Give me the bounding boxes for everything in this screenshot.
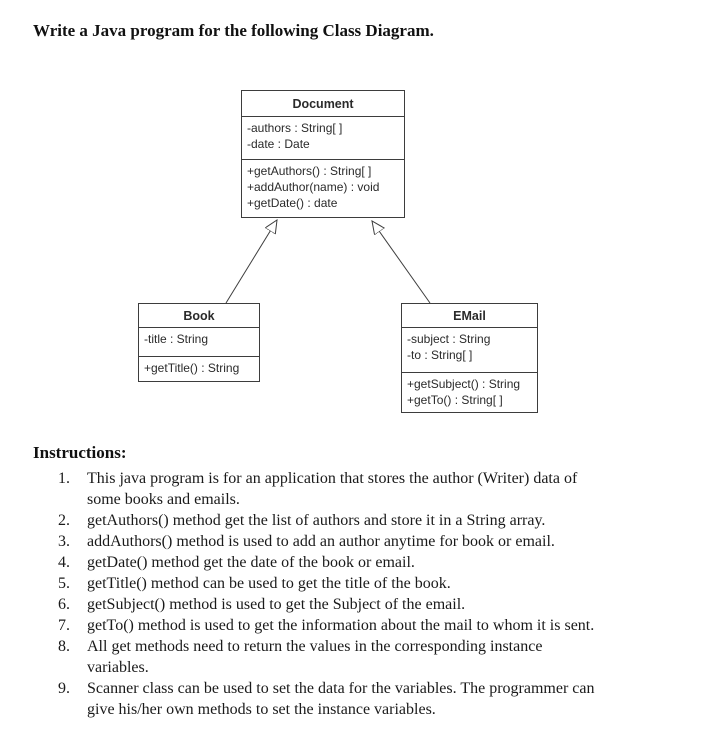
list-item-number: 5. [58,575,70,592]
list-item-text: getSubject() method is used to get the S… [87,596,466,613]
list-item: 1. This java program is for an applicati… [58,468,692,510]
list-item-number: 9. [58,680,70,697]
list-item-text: getAuthors() method get the list of auth… [87,512,546,529]
class-name: EMail [402,304,537,328]
method-line: +getSubject() : String [407,377,521,391]
method-line: +addAuthor(name) : void [247,180,380,194]
list-item: 8. All get methods need to return the va… [58,636,692,678]
class-attributes: -title : String [139,328,259,357]
list-item: 5. getTitle() method can be used to get … [58,573,692,594]
list-item-number: 2. [58,512,70,529]
list-item: 6. getSubject() method is used to get th… [58,594,692,615]
class-methods: +getSubject() : String +getTo() : String… [402,373,537,410]
list-item-number: 1. [58,470,70,487]
inheritance-arrow-email [372,221,431,304]
list-item-text: addAuthors() method is used to add an au… [87,533,555,550]
list-item: 7. getTo() method is used to get the inf… [58,615,692,636]
list-item: 4. getDate() method get the date of the … [58,552,692,573]
list-item-number: 8. [58,638,70,655]
class-box-book: Book -title : String +getTitle() : Strin… [138,303,260,382]
method-line: +getAuthors() : String[ ] [247,164,372,178]
attribute-line: -date : Date [247,137,310,151]
list-item-number: 6. [58,596,70,613]
class-methods: +getAuthors() : String[ ] +addAuthor(nam… [242,160,404,213]
list-item-text: This java program is for an application … [87,470,578,508]
class-attributes: -authors : String[ ] -date : Date [242,117,404,160]
list-item-text: getTitle() method can be used to get the… [87,575,451,592]
list-item: 3. addAuthors() method is used to add an… [58,531,692,552]
class-attributes: -subject : String -to : String[ ] [402,328,537,373]
instructions-list: 1. This java program is for an applicati… [58,468,692,720]
class-methods: +getTitle() : String [139,357,259,378]
method-line: +getTitle() : String [144,361,240,375]
method-line: +getTo() : String[ ] [407,393,503,407]
list-item-text: getDate() method get the date of the boo… [87,554,415,571]
list-item-text: getTo() method is used to get the inform… [87,617,595,634]
class-name: Book [139,304,259,328]
class-box-document: Document -authors : String[ ] -date : Da… [241,90,405,218]
inheritance-arrow-book [225,220,277,304]
attribute-line: -subject : String [407,332,491,346]
class-name: Document [242,91,404,117]
attribute-line: -to : String[ ] [407,348,473,362]
attribute-line: -authors : String[ ] [247,121,343,135]
attribute-line: -title : String [144,332,209,346]
list-item-number: 7. [58,617,70,634]
list-item: 2. getAuthors() method get the list of a… [58,510,692,531]
page-title: Write a Java program for the following C… [33,21,434,40]
list-item-text: All get methods need to return the value… [87,638,543,676]
class-box-email: EMail -subject : String -to : String[ ] … [401,303,538,413]
method-line: +getDate() : date [247,196,338,210]
instructions-heading: Instructions: [33,443,127,462]
list-item-number: 4. [58,554,70,571]
list-item-text: Scanner class can be used to set the dat… [87,680,595,718]
list-item: 9. Scanner class can be used to set the … [58,678,692,720]
list-item-number: 3. [58,533,70,550]
